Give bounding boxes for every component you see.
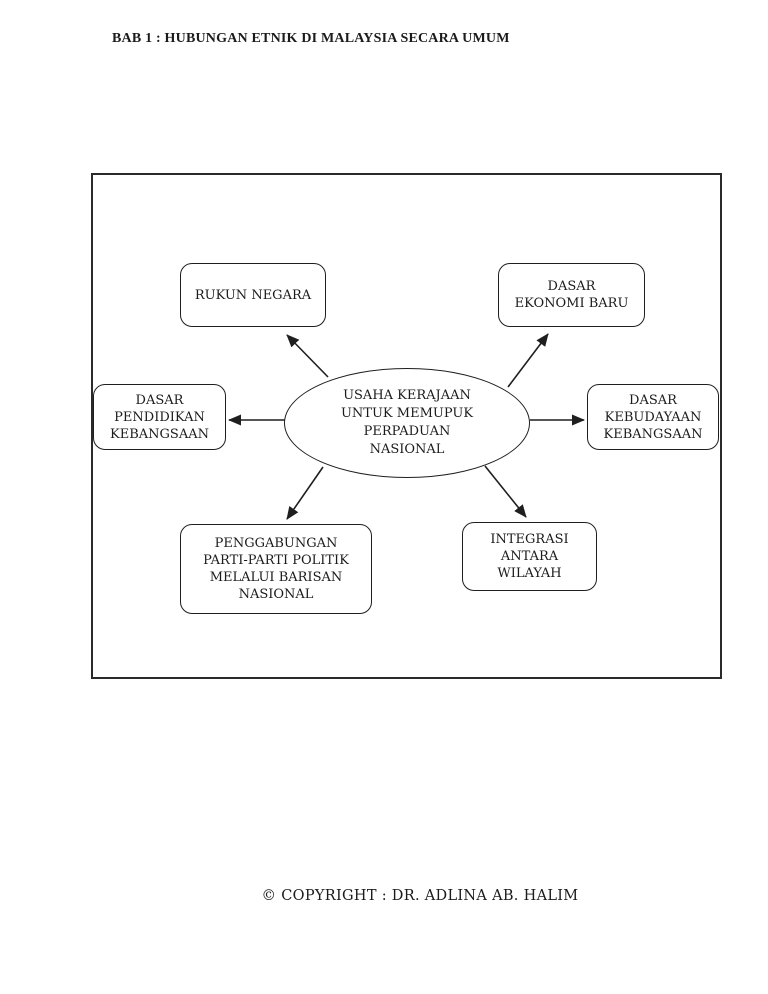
- node-rukun-negara: RUKUN NEGARA: [180, 263, 326, 327]
- diagram-frame: RUKUN NEGARA DASAR EKONOMI BARU DASAR PE…: [91, 173, 722, 679]
- arrow-to-integrasi: [484, 465, 527, 518]
- arrow-to-penggabungan: [286, 466, 324, 520]
- copyright-text: © COPYRIGHT : DR. ADLINA AB. HALIM: [261, 888, 579, 904]
- node-dasar-ekonomi-baru: DASAR EKONOMI BARU: [498, 263, 645, 327]
- node-center-usaha-kerajaan: USAHA KERAJAAN UNTUK MEMUPUK PERPADUAN N…: [284, 368, 530, 478]
- arrows-layer: [228, 333, 585, 520]
- arrow-to-dasar-ekonomi-baru: [507, 333, 549, 388]
- node-dasar-pendidikan-kebangsaan: DASAR PENDIDIKAN KEBANGSAAN: [93, 384, 226, 450]
- arrow-to-rukun-negara: [286, 334, 329, 378]
- page-title: BAB 1 : HUBUNGAN ETNIK DI MALAYSIA SECAR…: [112, 31, 510, 46]
- node-dasar-kebudayaan-kebangsaan: DASAR KEBUDAYAAN KEBANGSAAN: [587, 384, 719, 450]
- node-penggabungan-parti: PENGGABUNGAN PARTI-PARTI POLITIK MELALUI…: [180, 524, 372, 614]
- node-integrasi-antara-wilayah: INTEGRASI ANTARA WILAYAH: [462, 522, 597, 591]
